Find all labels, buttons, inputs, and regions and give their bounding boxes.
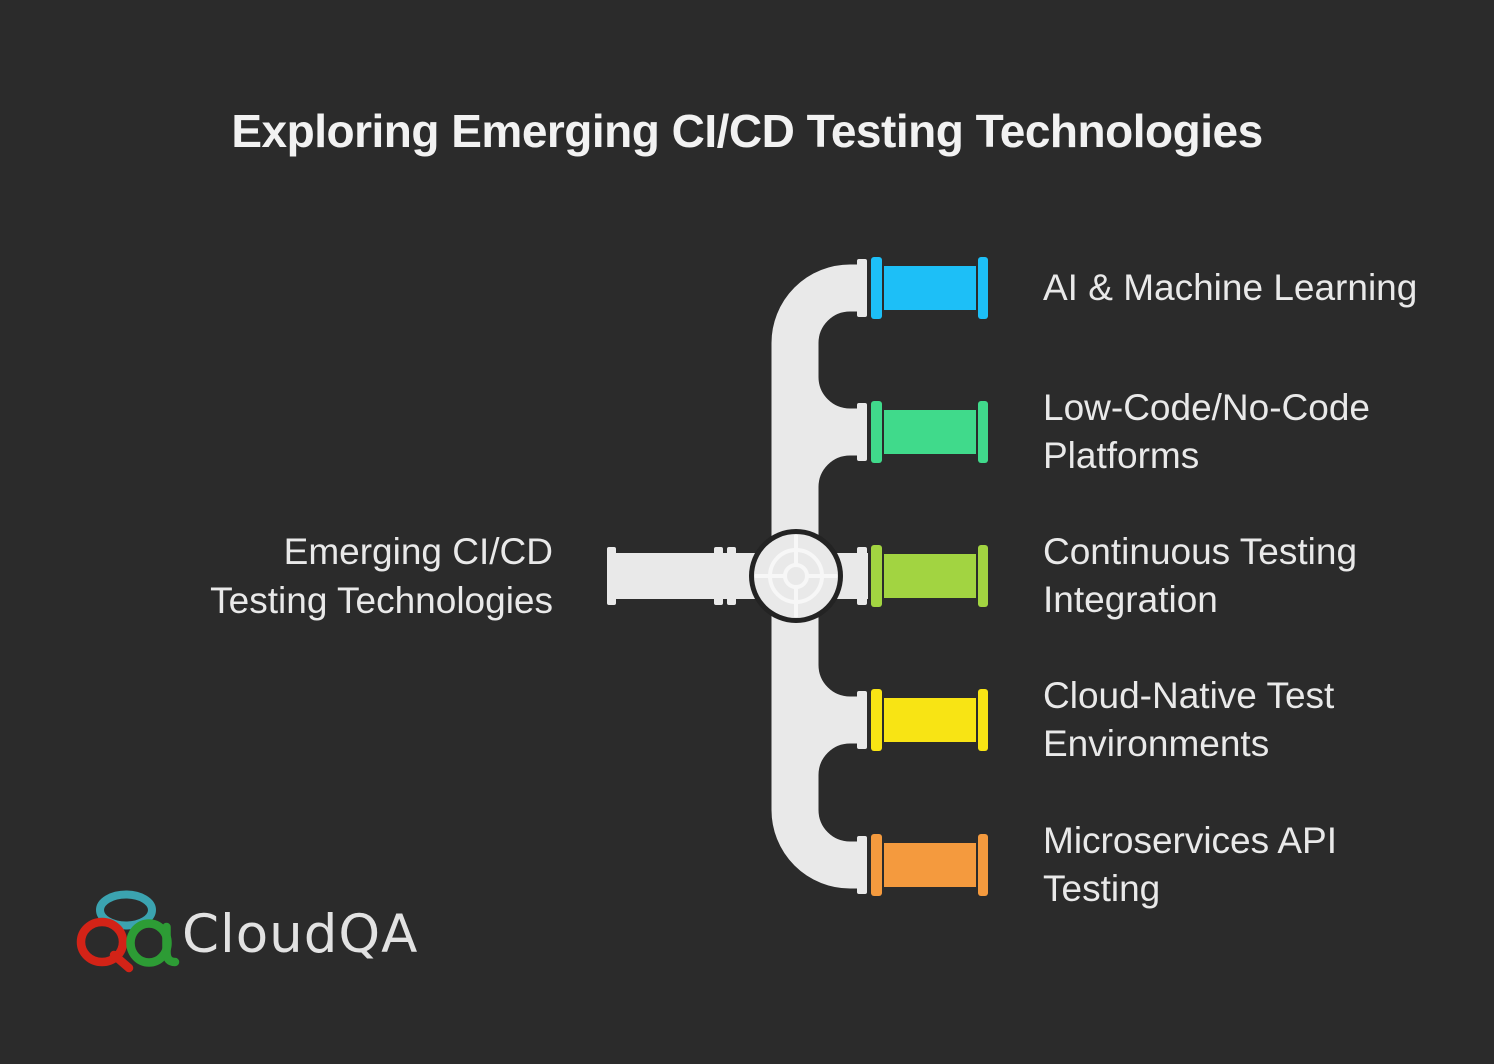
- root-pipe-cap: [607, 547, 616, 605]
- pipe-segment-cloud-native: [857, 689, 988, 751]
- branch-label-cloud-native: Cloud-Native Test Environments: [1043, 675, 1335, 764]
- branch-label-ai-machine-learning: AI & Machine Learning: [1043, 267, 1418, 308]
- root-node-label: Emerging CI/CD Testing Technologies: [210, 527, 553, 625]
- pipe-segment-low-code-no-code: [857, 401, 988, 463]
- root-label-line2: Testing Technologies: [210, 580, 553, 621]
- cloudqa-logo-text: CloudQA: [182, 904, 419, 965]
- root-pipe-ring-2: [727, 547, 736, 605]
- branch-label-continuous-testing: Continuous Testing Integration: [1043, 531, 1358, 620]
- tee-branch-2: [771, 375, 862, 489]
- cloudqa-logo-icon: [76, 890, 180, 973]
- root-pipe-ring-1: [714, 547, 723, 605]
- page-title: Exploring Emerging CI/CD Testing Technol…: [231, 105, 1263, 157]
- pipe-segment-continuous-testing: [857, 545, 988, 607]
- pipe-segment-ai-machine-learning: [857, 257, 988, 319]
- pipe-segment-microservices-api: [857, 834, 988, 896]
- branch-label-microservices-api: Microservices API Testing: [1043, 820, 1338, 909]
- branch-label-low-code-no-code: Low-Code/No-Code Platforms: [1043, 387, 1371, 476]
- tee-branch-4: [771, 663, 862, 777]
- root-label-line1: Emerging CI/CD: [283, 531, 553, 572]
- valve-icon: [749, 529, 843, 623]
